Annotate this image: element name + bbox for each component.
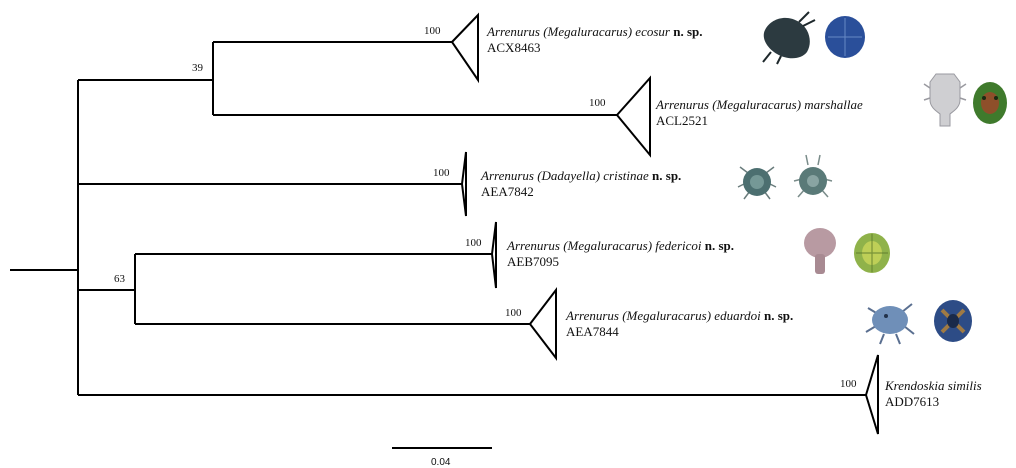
taxon-epithet: eduardoi — [714, 308, 761, 323]
specimen-image-marshallae-dorsal — [973, 82, 1007, 124]
support-value-marshallae: 100 — [589, 97, 606, 109]
support-value-cristinae: 100 — [433, 167, 450, 179]
specimen-image-cristinae-dorsal — [737, 166, 777, 200]
taxon-code: ACL2521 — [656, 113, 708, 128]
taxon-genus: Arrenurus — [656, 97, 709, 112]
specimen-image-ecosur-lateral — [762, 11, 816, 65]
collapsed-clade-ecosur — [450, 12, 479, 84]
specimen-image-marshallae-ventral — [923, 73, 967, 127]
new-species-tag: n. sp. — [764, 308, 794, 323]
taxon-epithet: similis — [947, 378, 982, 393]
taxon-epithet: cristinae — [603, 168, 649, 183]
new-species-tag: n. sp. — [652, 168, 682, 183]
taxon-label-eduardoi: Arrenurus (Megaluracarus) eduardoi n. sp… — [566, 308, 793, 340]
taxon-code: AEA7842 — [481, 184, 534, 199]
collapsed-clade-eduardoi — [528, 287, 557, 361]
taxon-label-marshallae: Arrenurus (Megaluracarus) marshallae ACL… — [656, 97, 863, 129]
taxon-genus: Arrenurus — [481, 168, 534, 183]
specimen-image-eduardoi-lateral — [865, 303, 915, 345]
taxon-subgenus: (Megaluracarus) — [712, 97, 802, 112]
taxon-code: ADD7613 — [885, 394, 940, 409]
support-value-clade-b: 63 — [114, 273, 125, 285]
specimen-image-ecosur-dorsal — [825, 16, 865, 58]
new-species-tag: n. sp. — [704, 238, 735, 253]
taxon-label-ecosur: Arrenurus (Megaluracarus) ecosur n. sp. … — [487, 24, 703, 56]
collapsed-clade-marshallae — [615, 75, 651, 158]
taxon-subgenus: (Megaluracarus) — [563, 238, 653, 253]
dark-mite-lateral-icon — [763, 17, 810, 59]
taxon-epithet: ecosur — [635, 24, 670, 39]
tree-branches — [10, 41, 866, 396]
taxon-label-federicoi: Arrenurus (Megaluracarus) federicoi n. s… — [507, 238, 734, 270]
support-value-clade-a: 39 — [192, 62, 203, 74]
collapsed-clade-cristinae — [460, 151, 467, 217]
taxon-genus: Arrenurus — [566, 308, 619, 323]
support-value-federicoi: 100 — [465, 237, 482, 249]
scale-bar-label: 0.04 — [431, 457, 451, 468]
blue-mite-lateral-icon — [872, 306, 908, 334]
taxon-label-krendoskia: Krendoskia similis ADD7613 — [885, 378, 982, 410]
taxon-epithet: federicoi — [655, 238, 702, 253]
taxon-genus: Arrenurus — [507, 238, 560, 253]
taxon-genus: Arrenurus — [487, 24, 540, 39]
support-value-krendoskia: 100 — [840, 378, 857, 390]
specimen-image-cristinae-ventral — [793, 154, 833, 198]
taxon-subgenus: (Dadayella) — [537, 168, 601, 183]
collapsed-clade-krendoskia — [864, 354, 879, 435]
collapsed-clade-federicoi — [490, 221, 497, 289]
taxon-epithet: marshallae — [804, 97, 863, 112]
taxon-code: AEB7095 — [507, 254, 559, 269]
taxon-label-cristinae: Arrenurus (Dadayella) cristinae n. sp. A… — [481, 168, 681, 200]
taxon-subgenus: (Megaluracarus) — [622, 308, 712, 323]
specimen-image-federicoi-dorsal — [854, 233, 890, 273]
taxon-code: ACX8463 — [487, 40, 541, 55]
pale-mite-ventral-icon — [929, 73, 961, 127]
taxon-genus: Krendoskia — [885, 378, 945, 393]
support-value-ecosur: 100 — [424, 25, 441, 37]
new-species-tag: n. sp. — [673, 24, 703, 39]
pink-mite-ventral-icon — [804, 228, 836, 258]
specimen-image-federicoi-ventral — [804, 228, 836, 274]
specimen-image-eduardoi-dorsal — [934, 300, 972, 342]
support-value-eduardoi: 100 — [505, 307, 522, 319]
taxon-subgenus: (Megaluracarus) — [543, 24, 633, 39]
taxon-code: AEA7844 — [566, 324, 619, 339]
collapsed-clades — [450, 12, 879, 435]
